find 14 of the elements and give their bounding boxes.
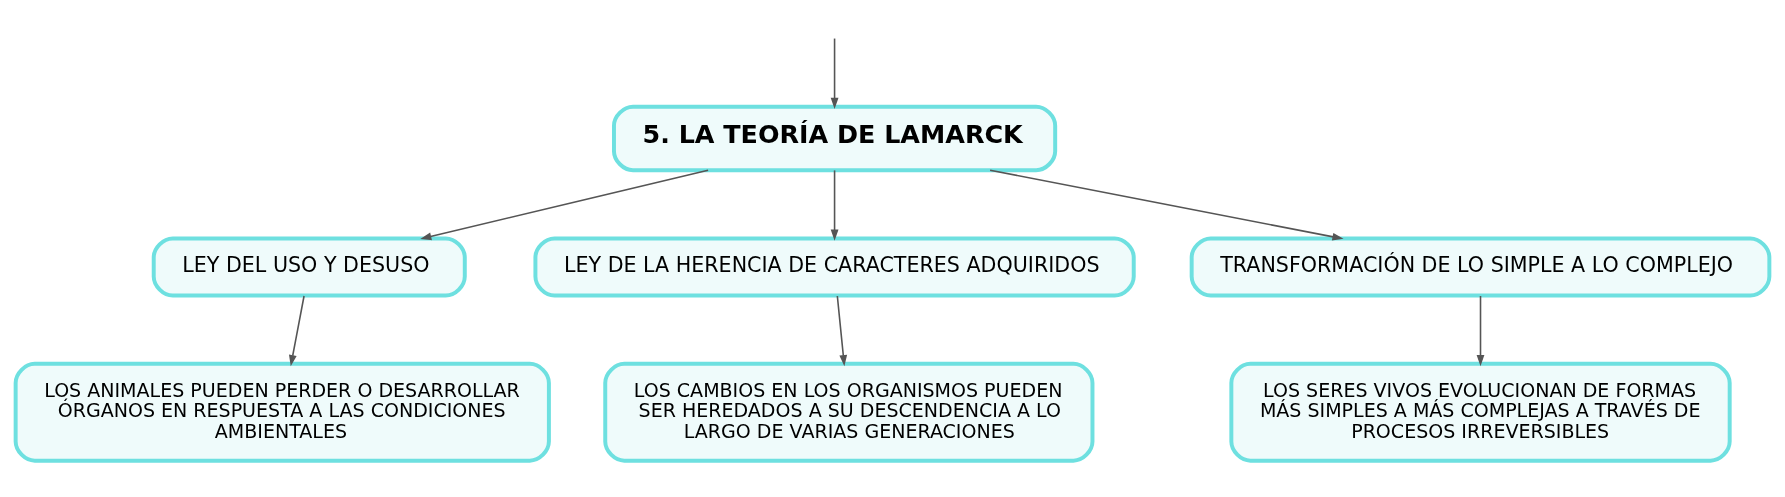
arrow (288, 294, 305, 366)
arrow (989, 168, 1344, 241)
node-box: 5. LA TEORÍA DE LAMARCK (612, 104, 1058, 172)
arrow (836, 294, 848, 366)
node-box: LOS SERES VIVOS EVOLUCIONAN DE FORMAS MÁS SIMPLES A MÁS COMPLEJAS A TRAVÉS DE PROCESOS IRREVERSIBLES (1229, 361, 1732, 463)
node-box: LEY DEL USO Y DESUSO (151, 235, 467, 298)
node-box: LOS CAMBIOS EN LOS ORGANISMOS PUEDEN SER HEREDADOS A SU DESCENDENCIA A LO LARGO DE VARIAS GENERACIONES (603, 361, 1095, 463)
arrow (1476, 294, 1485, 366)
arrow (830, 37, 839, 109)
arrow (830, 169, 839, 241)
arrow (420, 168, 709, 240)
node-box: TRANSFORMACIÓN DE LO SIMPLE A LO COMPLEJO (1189, 235, 1772, 298)
node-box: LEY DE LA HERENCIA DE CARACTERES ADQUIRIDOS (533, 235, 1136, 298)
node-box: LOS ANIMALES PUEDEN PERDER O DESARROLLAR ÓRGANOS EN RESPUESTA A LAS CONDICIONES AMBIENTALES (13, 361, 551, 463)
